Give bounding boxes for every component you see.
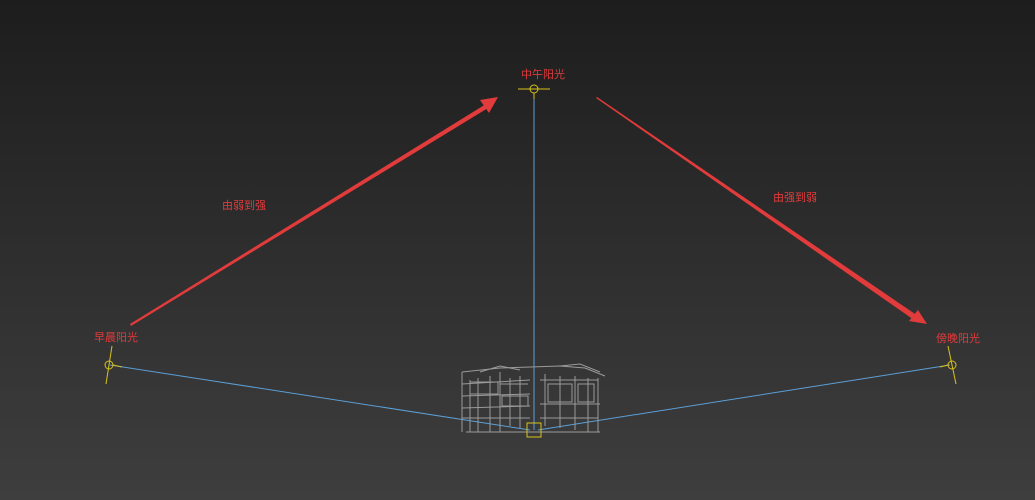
label-morning-sunlight: 早晨阳光 [94, 331, 138, 344]
arrow-weak-to-strong-head [480, 97, 498, 113]
arrow-weak-to-strong [130, 104, 488, 326]
label-noon-sunlight: 中午阳光 [521, 68, 565, 81]
morning-sun-light[interactable] [104, 345, 123, 385]
label-evening-sunlight: 傍晚阳光 [936, 332, 980, 345]
label-weak-to-strong: 由弱到强 [222, 199, 266, 212]
noon-sun-light[interactable] [518, 84, 550, 99]
ray-evening [537, 364, 951, 431]
sun-target-box[interactable] [526, 422, 542, 438]
building-wireframe [461, 363, 606, 433]
annotation-arrows [130, 97, 927, 326]
evening-sun-light[interactable] [939, 345, 957, 385]
ray-morning [109, 364, 531, 431]
arrow-strong-to-weak [596, 97, 918, 320]
arrow-strong-to-weak-head [909, 310, 927, 324]
label-strong-to-weak: 由强到弱 [773, 191, 817, 204]
sun-rays [109, 95, 951, 431]
